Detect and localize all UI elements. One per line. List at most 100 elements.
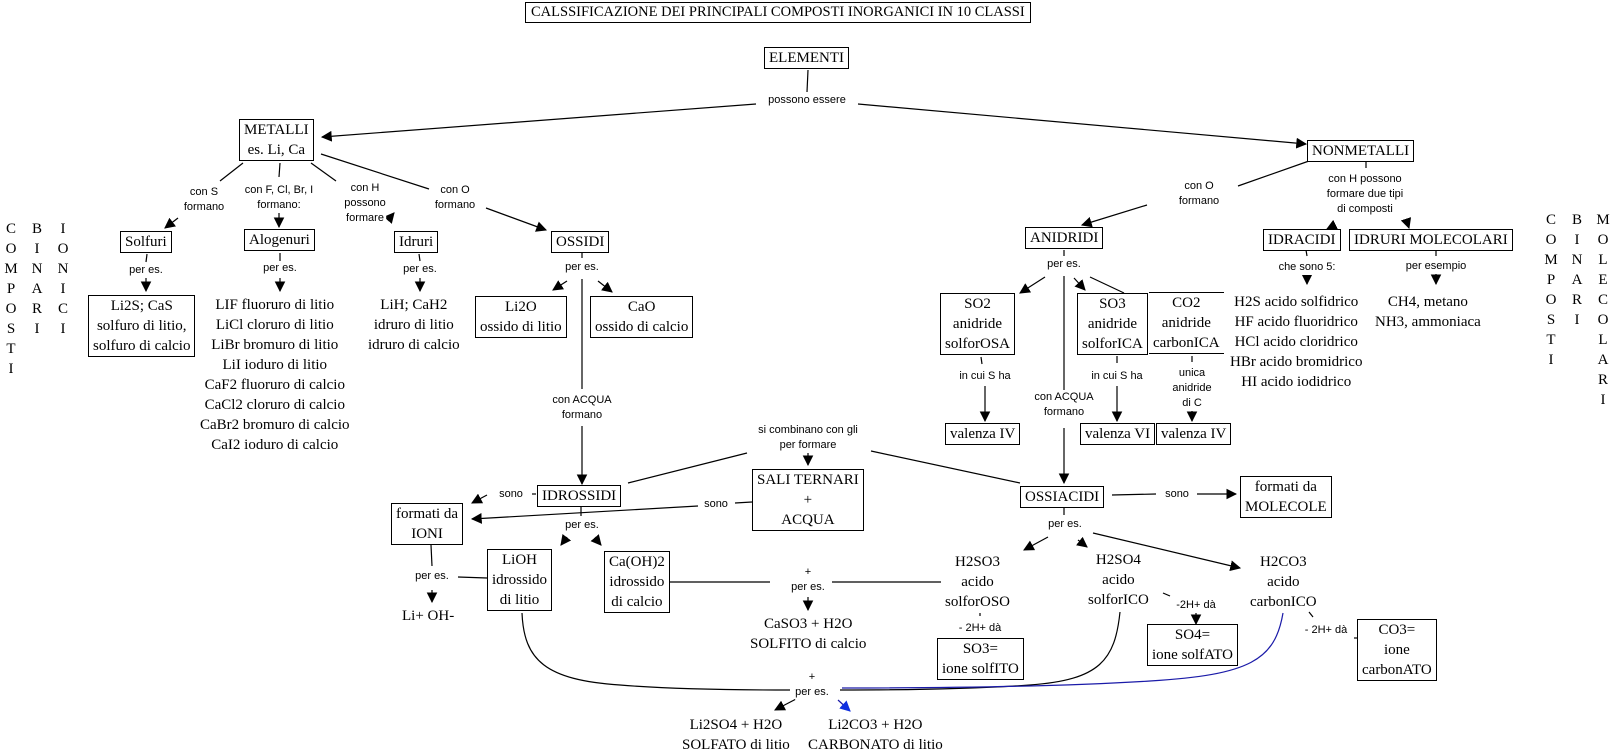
label-ossiacidi-sono: sono — [1165, 487, 1189, 502]
node-text-line: MOLECOLE — [1245, 499, 1327, 515]
side-letter: A — [31, 281, 43, 297]
node-text-line: ossido di litio — [480, 319, 562, 335]
node-text-line: CaI2 ioduro di calcio — [211, 437, 339, 453]
node-valenza-co2[interactable]: valenza IV — [1156, 423, 1232, 445]
link-idracidi-5 — [1305, 249, 1308, 257]
label-so2-in-cui: in cui S ha — [959, 369, 1011, 384]
node-idruri[interactable]: Idruri — [394, 231, 439, 253]
node-text-line: idrossido — [609, 574, 665, 590]
side-letter: B — [1571, 212, 1582, 228]
node-text-line: valenza VI — [1085, 426, 1151, 442]
link-combinano-ossiacidi — [870, 450, 1021, 484]
link-label-text-line: con H possono — [1328, 173, 1402, 185]
node-text-line: Ca(OH)2 — [609, 554, 665, 570]
link-so2-cui — [980, 356, 983, 365]
node-text-line: ione solfATO — [1152, 647, 1233, 663]
node-sali-ternari[interactable]: SALI TERNARI+ACQUA — [752, 469, 864, 531]
node-ossiacidi[interactable]: OSSIACIDI — [1020, 486, 1105, 508]
side-letter: I — [1548, 352, 1554, 368]
node-valenza-so2[interactable]: valenza IV — [945, 423, 1021, 445]
node-text-line: solfuro di litio, — [96, 318, 187, 334]
node-text-line: NH3, ammoniaca — [1375, 314, 1481, 330]
label-per-esempio: per esempio — [1405, 259, 1467, 274]
node-alogenuri[interactable]: Alogenuri — [244, 229, 315, 251]
link-label-text-line: - 2H+ dà — [958, 622, 1002, 634]
node-valenza-so3[interactable]: valenza VI — [1080, 423, 1156, 445]
link-label-text-line: formano — [561, 409, 603, 421]
node-ossidi[interactable]: OSSIDI — [551, 231, 610, 253]
link-peres-h2so4 — [1076, 536, 1088, 548]
label-che-sono-5: che sono 5: — [1278, 260, 1336, 275]
node-text-line: H2S acido solfidrico — [1234, 294, 1359, 310]
link-label-text-line: sono — [1165, 488, 1189, 500]
link-h2co3-2h — [1308, 611, 1314, 618]
link-label-text-line: sono — [499, 488, 523, 500]
node-text-line: CH4, metano — [1387, 294, 1468, 310]
node-elementi[interactable]: ELEMENTI — [764, 47, 849, 69]
node-text-line: SO3= — [962, 641, 998, 657]
node-nonmetalli[interactable]: NONMETALLI — [1307, 140, 1415, 162]
node-formati-molecole[interactable]: formati da MOLECOLE — [1240, 476, 1332, 518]
node-anidridi[interactable]: ANIDRIDI — [1025, 227, 1104, 249]
node-so3-ion[interactable]: SO3=ione solfITO — [937, 638, 1024, 680]
link-h-idruri — [383, 212, 395, 224]
link-label-text-line: con H — [350, 182, 380, 194]
link-label-text-line: + — [808, 671, 816, 683]
link-label-text-line: di composti — [1337, 203, 1393, 215]
side-letter: A — [1597, 352, 1609, 368]
node-idracidi[interactable]: IDRACIDI — [1263, 229, 1341, 251]
node-so4-ion[interactable]: SO4=ione solfATO — [1147, 624, 1238, 666]
link-label-text-line: di C — [1182, 397, 1202, 409]
node-text-line: acido — [961, 574, 994, 590]
side-letter: S — [6, 321, 16, 337]
side-letter: I — [1574, 232, 1580, 248]
link-label-text-line: formare — [346, 212, 384, 224]
link-label-text-line: anidride — [1172, 382, 1212, 394]
link-label-text-line: che sono 5: — [1278, 261, 1336, 273]
side-letter: M — [1544, 252, 1558, 268]
node-text-line: es. Li, Ca — [247, 142, 306, 158]
node-text-line: IDRACIDI — [1268, 232, 1336, 248]
link-label-text-line: per es. — [795, 686, 829, 698]
link-label-text-line: per es. — [263, 262, 297, 274]
node-solfuri[interactable]: Solfuri — [120, 231, 172, 253]
node-text-line: OSSIDI — [556, 234, 605, 250]
link-label-text-line: formano — [1178, 195, 1220, 207]
node-text-line: CaF2 fluoruro di calcio — [204, 377, 345, 393]
node-text-line: IDRURI MOLECOLARI — [1354, 232, 1508, 248]
link-plus-li2co3 — [837, 699, 851, 712]
node-text-line: Idruri — [399, 234, 434, 250]
side-letter: R — [31, 301, 42, 317]
side-letter: O — [1597, 232, 1609, 248]
node-text-line: idrossido — [492, 572, 548, 588]
diagram-title: CALSSIFICAZIONE DEI PRINCIPALI COMPOSTI … — [525, 2, 1031, 23]
node-idrossidi[interactable]: IDROSSIDI — [537, 485, 622, 507]
label-idruri-per-es: per es. — [403, 262, 437, 277]
side-letter: C — [5, 221, 16, 237]
side-letter: I — [34, 241, 40, 257]
node-idruri-molecolari[interactable]: IDRURI MOLECOLARI — [1349, 229, 1513, 251]
link-ioni-peres — [430, 544, 433, 567]
link-lioh-peres — [457, 576, 488, 579]
node-text-line: LiI ioduro di litio — [222, 357, 328, 373]
node-text-line: formati da — [1254, 479, 1317, 495]
node-text-line: SOLFITO di calcio — [750, 636, 867, 652]
node-text-line: solforICO — [1088, 592, 1149, 608]
link-label-text-line: per es. — [415, 570, 449, 582]
